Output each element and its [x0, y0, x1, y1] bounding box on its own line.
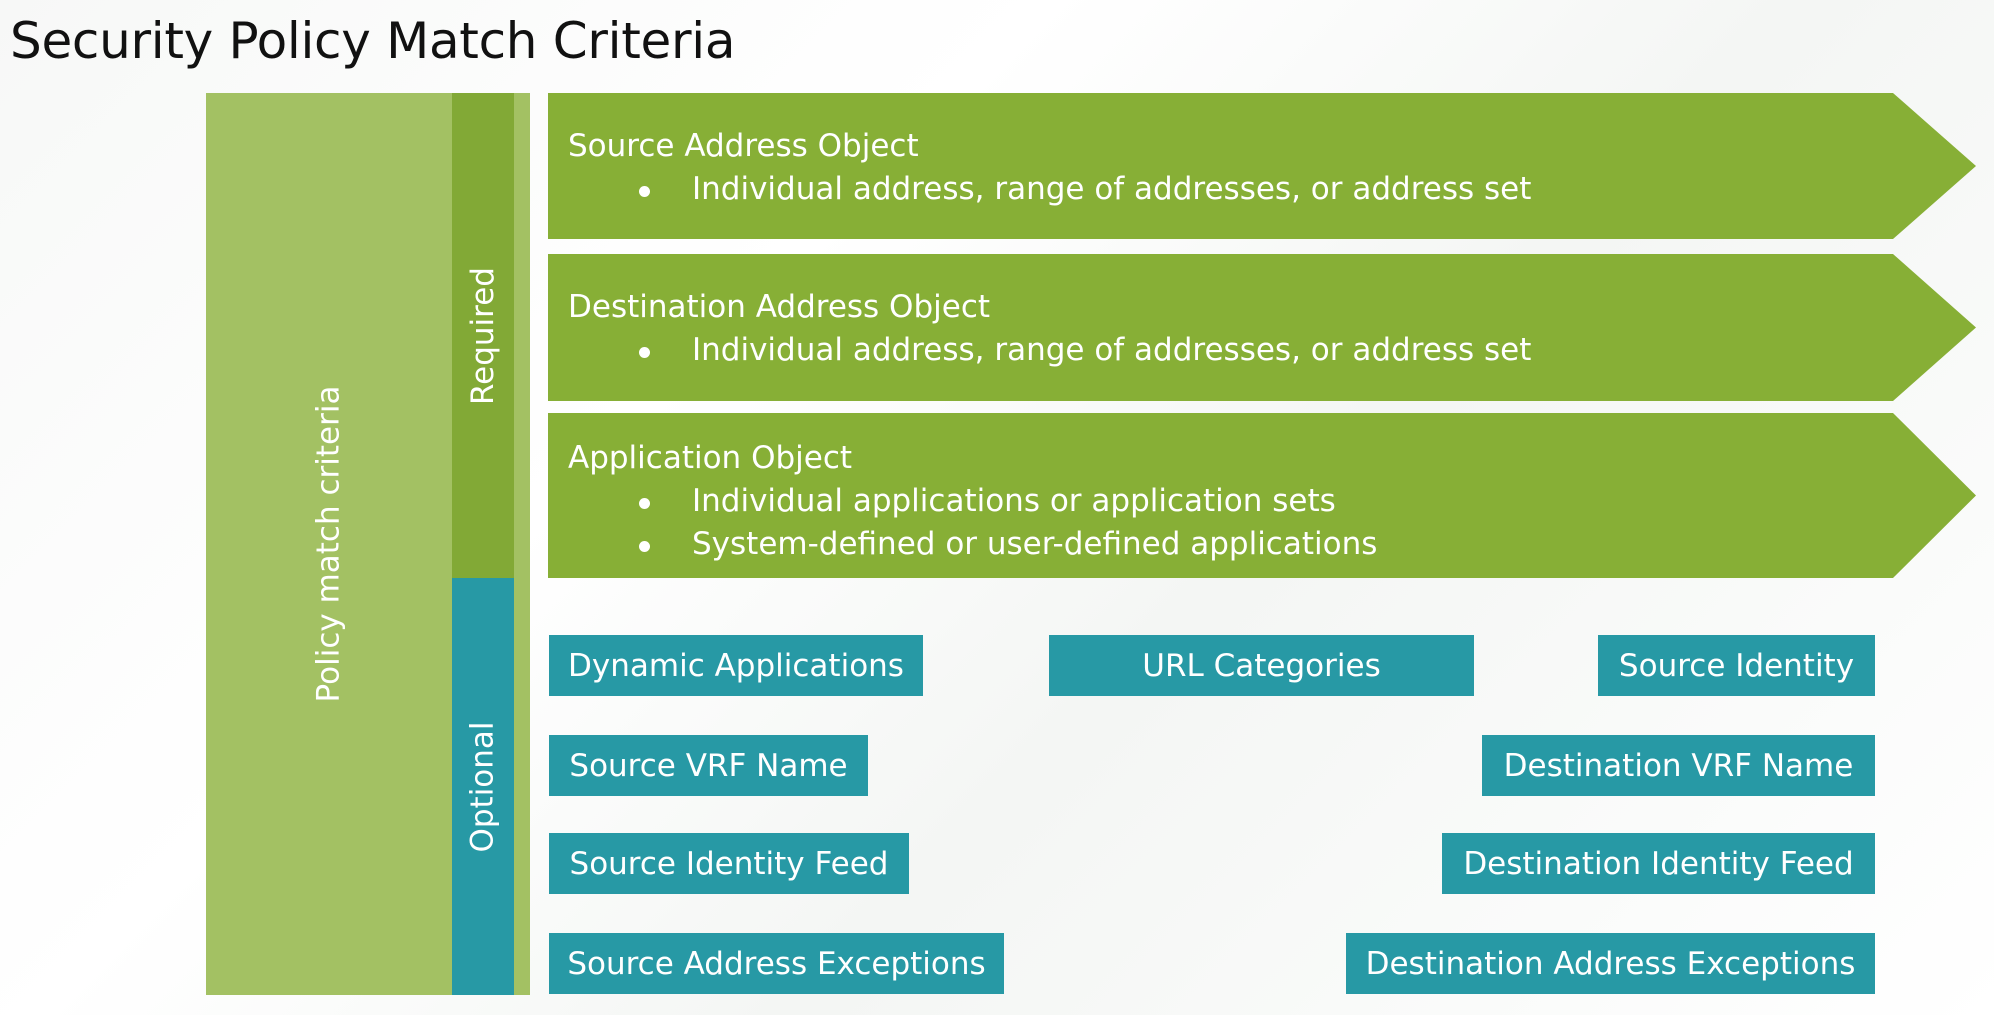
source-address-object-arrow: Source Address Object Individual address… — [548, 93, 1976, 239]
policy-match-criteria-label: Policy match criteria — [310, 385, 346, 703]
destination-address-object-bullets: Individual address, range of addresses, … — [568, 329, 1976, 372]
required-label: Required — [465, 266, 502, 405]
bullet-item: Individual address, range of addresses, … — [568, 168, 1976, 211]
optional-column: Optional — [452, 578, 514, 995]
page-title: Security Policy Match Criteria — [10, 12, 736, 70]
bullet-item: Individual address, range of addresses, … — [568, 329, 1976, 372]
destination-address-object-arrow: Destination Address Object Individual ad… — [548, 254, 1976, 401]
destination-vrf-name-box: Destination VRF Name — [1482, 735, 1875, 796]
source-identity-box: Source Identity — [1598, 635, 1875, 696]
source-vrf-name-box: Source VRF Name — [549, 735, 868, 796]
source-address-object-title: Source Address Object — [568, 128, 919, 164]
destination-address-exceptions-box: Destination Address Exceptions — [1346, 933, 1875, 994]
destination-address-object-title: Destination Address Object — [568, 289, 991, 325]
url-categories-box: URL Categories — [1049, 635, 1474, 696]
source-address-exceptions-box: Source Address Exceptions — [549, 933, 1004, 994]
bullet-item: Individual applications or application s… — [568, 480, 1976, 523]
dynamic-applications-box: Dynamic Applications — [549, 635, 923, 696]
source-identity-feed-box: Source Identity Feed — [549, 833, 909, 894]
application-object-bullets: Individual applications or application s… — [568, 480, 1976, 566]
application-object-title: Application Object — [568, 440, 853, 476]
source-address-object-bullets: Individual address, range of addresses, … — [568, 168, 1976, 211]
destination-identity-feed-box: Destination Identity Feed — [1442, 833, 1875, 894]
application-object-arrow: Application Object Individual applicatio… — [548, 413, 1976, 578]
policy-match-criteria-label-wrap: Policy match criteria — [206, 93, 450, 995]
required-column: Required — [452, 93, 514, 578]
optional-label: Optional — [465, 720, 502, 853]
bullet-item: System-defined or user-defined applicati… — [568, 523, 1976, 566]
